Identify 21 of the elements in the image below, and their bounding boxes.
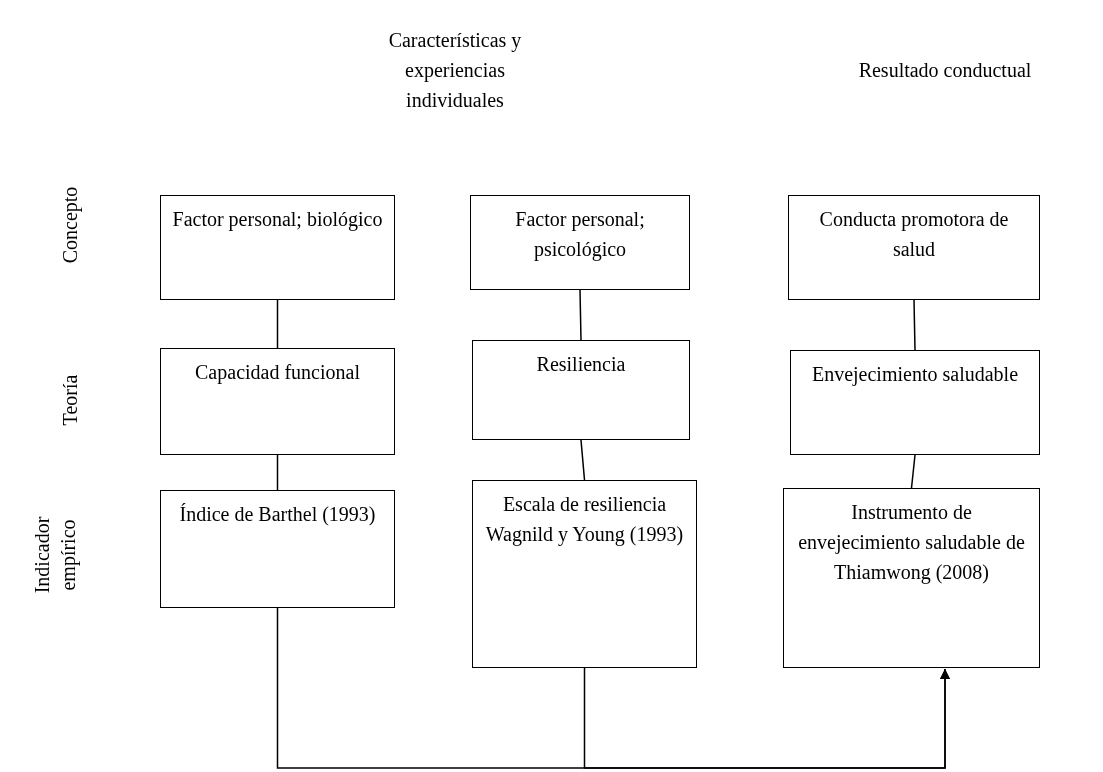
text-box: Instrumento de envejecimiento saludable de Thiamwong (2008) [783,488,1040,668]
connector-line [276,299,279,349]
text-box: Escala de resiliencia Wagnild y Young (1993) [472,480,697,668]
connector-line [580,439,586,481]
row-heading: Indicador empírico [30,515,81,596]
connector-line [579,289,582,341]
connector-line [910,454,916,489]
text-box: Conducta promotora de salud [788,195,1040,300]
row-heading: Teoría [57,374,82,426]
text-box: Resiliencia [472,340,690,440]
arrow [583,667,950,769]
text-box: Índice de Barthel (1993) [160,490,395,608]
text-box: Capacidad funcional [160,348,395,455]
text-box: Envejecimiento saludable [790,350,1040,455]
connector-line [276,454,279,491]
connector-line [913,299,916,351]
text-box: Factor personal; psicológico [470,195,690,290]
text-box: Factor personal; biológico [160,195,395,300]
row-heading: Concepto [57,186,83,264]
column-heading: Resultado conductual [857,58,1033,83]
column-heading: Características y experiencias individuales [387,28,523,113]
